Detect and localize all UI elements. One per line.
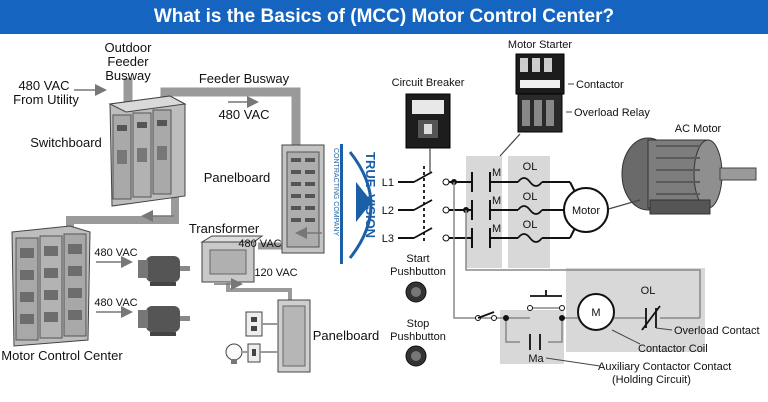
control-node bbox=[559, 315, 565, 321]
overload-ol-label-3: OL bbox=[523, 219, 538, 231]
mcc-label: Motor Control Center bbox=[1, 348, 123, 363]
callout-leaders bbox=[545, 327, 673, 367]
contactor-label: Contactor bbox=[576, 79, 624, 91]
outdoor-feeder-label-3: Busway bbox=[105, 68, 151, 83]
stop-contact bbox=[477, 311, 495, 319]
contact-m-label-2: M bbox=[492, 195, 501, 207]
stop-pushbutton-label-1: Stop bbox=[407, 318, 430, 330]
line-l1-label: L1 bbox=[382, 177, 394, 189]
transformer-unit bbox=[200, 235, 264, 283]
utility-voltage-label: 480 VAC bbox=[18, 78, 69, 93]
true-vision-logo: TRUE VISION CONTRACTING COMPANY bbox=[332, 144, 378, 264]
start-pushbutton-label-2: Pushbutton bbox=[390, 266, 446, 278]
page-title: What is the Basics of (MCC) Motor Contro… bbox=[153, 6, 615, 27]
switchboard-cabinet bbox=[108, 95, 187, 207]
motor-starter-label: Motor Starter bbox=[508, 39, 573, 51]
branch-wiring bbox=[242, 323, 278, 353]
breaker-terminal bbox=[442, 178, 450, 186]
feeder-busway-label: Feeder Busway bbox=[199, 71, 290, 86]
switch-icon bbox=[247, 343, 261, 363]
start-pushbutton-label-1: Start bbox=[406, 253, 429, 265]
control-wiring bbox=[453, 182, 701, 343]
ac-motor-label: AC Motor bbox=[675, 123, 722, 135]
circuit-breaker-label: Circuit Breaker bbox=[392, 77, 465, 89]
stop-pushbutton-icon bbox=[405, 345, 427, 367]
motor-voltage-label-1: 480 VAC bbox=[94, 247, 137, 259]
overload-elements bbox=[517, 177, 543, 243]
logo-brand-true: TRUE bbox=[363, 152, 378, 188]
control-terminal bbox=[491, 315, 497, 321]
power-lines bbox=[398, 181, 579, 239]
control-terminal bbox=[527, 305, 533, 311]
overload-ol-label-2: OL bbox=[523, 191, 538, 203]
panelboard-top-label: Panelboard bbox=[204, 170, 271, 185]
control-contacts bbox=[529, 290, 661, 350]
control-node bbox=[503, 315, 509, 321]
start-pushbutton-icon bbox=[405, 281, 427, 303]
motor-1 bbox=[138, 256, 190, 286]
contact-m-label-1: M bbox=[492, 167, 501, 179]
control-circuit-shade bbox=[566, 268, 705, 352]
contact-m-label-3: M bbox=[492, 223, 501, 235]
line-l2-label: L2 bbox=[382, 205, 394, 217]
feeder-voltage-label: 480 VAC bbox=[218, 107, 269, 122]
outdoor-feeder-label-1: Outdoor bbox=[105, 40, 153, 55]
coil-m-label: M bbox=[591, 307, 600, 319]
logo-tagline: CONTRACTING COMPANY bbox=[332, 148, 339, 236]
panelboard-top-cabinet bbox=[281, 144, 325, 254]
logo-brand-vision: VISION bbox=[363, 194, 378, 238]
transformer-out-label: 120 VAC bbox=[254, 267, 297, 279]
contactor-coil-label: Contactor Coil bbox=[638, 343, 708, 355]
transformer-output-line bbox=[226, 282, 292, 300]
outlet-icon bbox=[245, 311, 263, 337]
breaker-switches bbox=[413, 166, 433, 244]
switchboard-label: Switchboard bbox=[30, 135, 102, 150]
motor-voltage-label-2: 480 VAC bbox=[94, 297, 137, 309]
transformer-in-label: 480 VAC bbox=[238, 238, 281, 250]
panelboard-bottom-cabinet bbox=[277, 299, 311, 373]
title-banner bbox=[0, 0, 768, 34]
overload-ol-label-1: OL bbox=[523, 161, 538, 173]
overload-relay-label: Overload Relay bbox=[574, 107, 650, 119]
motor-symbol bbox=[563, 187, 609, 233]
starter-pointer bbox=[499, 133, 521, 157]
motor-starter-device bbox=[515, 53, 565, 133]
circuit-breaker-device bbox=[405, 93, 451, 149]
control-terminal bbox=[559, 305, 565, 311]
motor-2 bbox=[138, 306, 190, 336]
mcc-cabinet bbox=[11, 225, 91, 347]
panelboard-bottom-label: Panelboard bbox=[313, 328, 380, 343]
overload-contact-ol-label: OL bbox=[641, 285, 656, 297]
feeder-busway bbox=[160, 87, 301, 150]
utility-source-label: From Utility bbox=[13, 92, 79, 107]
overload-shade bbox=[508, 156, 550, 268]
aux-contact-label-2: (Holding Circuit) bbox=[612, 374, 691, 386]
overload-contact-label: Overload Contact bbox=[674, 325, 760, 337]
stop-pushbutton-label-2: Pushbutton bbox=[390, 331, 446, 343]
aux-ma-label: Ma bbox=[528, 353, 544, 365]
line-l3-label: L3 bbox=[382, 233, 394, 245]
breaker-terminal bbox=[442, 206, 450, 214]
aux-contact-label-1: Auxiliary Contactor Contact bbox=[598, 361, 731, 373]
contactor-contacts bbox=[471, 172, 491, 248]
motor-symbol-label: Motor bbox=[572, 205, 600, 217]
outdoor-feeder-label-2: Feeder bbox=[107, 54, 149, 69]
ac-motor-device bbox=[621, 137, 757, 215]
transformer-label: Transformer bbox=[189, 221, 260, 236]
contactor-coil-symbol bbox=[577, 293, 615, 331]
breaker-terminal bbox=[442, 234, 450, 242]
holding-circuit-shade bbox=[500, 310, 564, 364]
light-bulb-icon bbox=[225, 343, 243, 364]
